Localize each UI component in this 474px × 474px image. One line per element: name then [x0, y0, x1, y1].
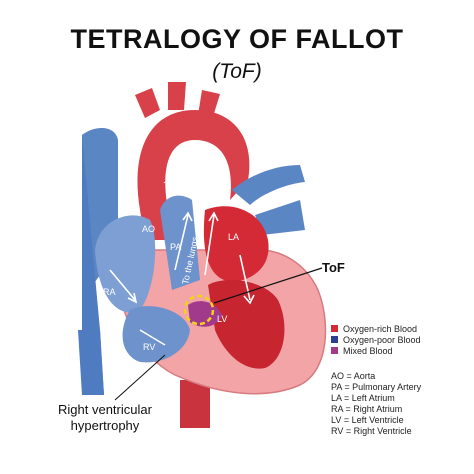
aortic-arch [137, 110, 250, 210]
abbreviation-item: RA = Right Atrium [331, 404, 403, 414]
left-atrium [203, 206, 269, 282]
abbreviation-item: LV = Left Ventricle [331, 415, 404, 425]
page-subtitle: (ToF) [212, 60, 262, 83]
color-legend: Oxygen-rich Blood Oxygen-poor Blood Mixe… [331, 323, 421, 356]
rvh-pointer-line [114, 354, 166, 401]
left-ventricle [208, 280, 285, 369]
abbreviation-item: LA = Left Atrium [331, 393, 395, 403]
label-pa: PA [170, 242, 181, 252]
label-lv: LV [217, 314, 227, 324]
right-ventricle [122, 306, 190, 363]
right-atrium [95, 215, 156, 313]
pulmonary-trunk [160, 195, 200, 290]
legend-item-oxygen-poor: Oxygen-poor Blood [331, 334, 421, 345]
legend-label: Oxygen-poor Blood [343, 334, 421, 345]
legend-item-mixed: Mixed Blood [331, 345, 421, 356]
aortic-branch-1 [135, 88, 160, 118]
abbreviation-item: PA = Pulmonary Artery [331, 382, 422, 392]
rv-hypertrophy-line2: hypertrophy [70, 418, 140, 433]
label-la: LA [228, 232, 239, 242]
abbreviation-item: RV = Right Ventricle [331, 426, 412, 436]
rv-hypertrophy-line1: Right ventricular [58, 402, 152, 417]
page-title: TETRALOGY OF FALLOT [70, 24, 404, 54]
abbreviation-item: AO = Aorta [331, 371, 376, 381]
legend-swatch-oxygen-poor [331, 336, 338, 343]
abbreviation-list: AO = Aorta PA = Pulmonary Artery LA = Le… [331, 371, 421, 437]
legend-label: Mixed Blood [343, 345, 393, 356]
flow-arrows [109, 211, 255, 346]
legend-label: Oxygen-rich Blood [343, 323, 418, 334]
tof-callout-label: ToF [322, 260, 345, 275]
label-rv: RV [143, 342, 155, 352]
to-the-body-label: To the body [163, 157, 214, 191]
pulmonary-vein-right [255, 200, 305, 235]
tof-highlight-ring [183, 294, 215, 326]
descending-aorta [180, 380, 210, 428]
label-ao: AO [142, 224, 155, 234]
legend-swatch-oxygen-rich [331, 325, 338, 332]
aortic-branch-2 [168, 82, 186, 110]
tof-pointer-line [213, 267, 323, 304]
label-ra: RA [103, 287, 116, 297]
legend-swatch-mixed [331, 347, 338, 354]
rv-hypertrophy-callout: Right ventricular hypertrophy [58, 402, 152, 434]
legend-item-oxygen-rich: Oxygen-rich Blood [331, 323, 421, 334]
pulmonary-artery-right [232, 165, 305, 205]
vena-cava-left-wall [82, 135, 104, 395]
